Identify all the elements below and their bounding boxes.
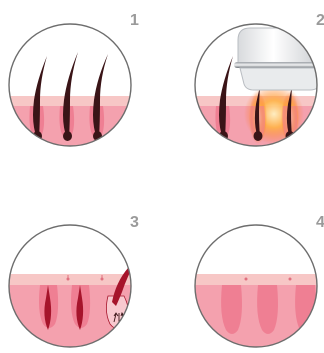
panel-step-2 xyxy=(186,0,324,166)
epidermis-layer xyxy=(186,274,324,285)
panel-step-4 xyxy=(186,200,324,353)
pore xyxy=(289,278,292,281)
step-number-2: 2 xyxy=(316,13,324,29)
step-number-3: 3 xyxy=(130,215,139,231)
step-number-4: 4 xyxy=(316,215,324,231)
panel-step-3 xyxy=(0,200,140,353)
panel-step-1 xyxy=(0,0,140,166)
pore xyxy=(245,278,248,281)
step-number-1: 1 xyxy=(130,13,139,29)
